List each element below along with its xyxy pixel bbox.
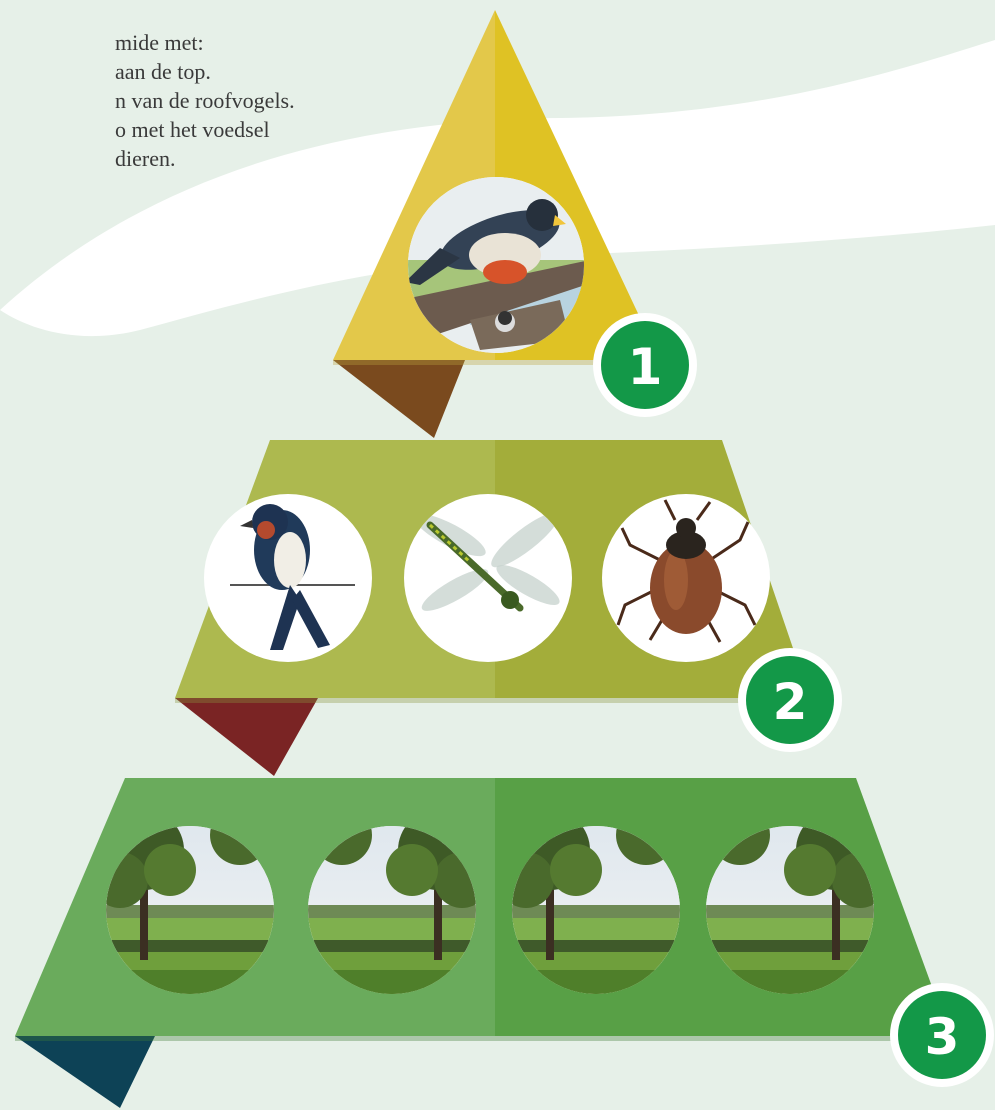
level-2-badge: 2 [738, 648, 842, 752]
level-2-fold [175, 698, 318, 776]
level-1-number: 1 [628, 338, 663, 396]
level-3-number: 3 [925, 1008, 960, 1066]
level-2-number: 2 [773, 673, 808, 731]
caption-line: aan de top. [0, 57, 330, 86]
level-1-fold [333, 360, 465, 438]
swallow-illustration [204, 494, 372, 662]
caption-line: o met het voedsel [0, 115, 330, 144]
dragonfly-illustration [404, 494, 572, 662]
beetle-illustration [602, 494, 770, 662]
level-3-fold [15, 1036, 155, 1108]
level-2-shadow [175, 698, 810, 703]
caption-line: n van de roofvogels. [0, 86, 330, 115]
caption-line: dieren. [0, 144, 330, 173]
level-1-badge: 1 [593, 313, 697, 417]
caption-line: mide met: [0, 28, 330, 57]
level-3-shadow [15, 1036, 950, 1041]
level-3-badge: 3 [890, 983, 994, 1087]
caption-text: mide met: aan de top. n van de roofvogel… [0, 28, 330, 173]
